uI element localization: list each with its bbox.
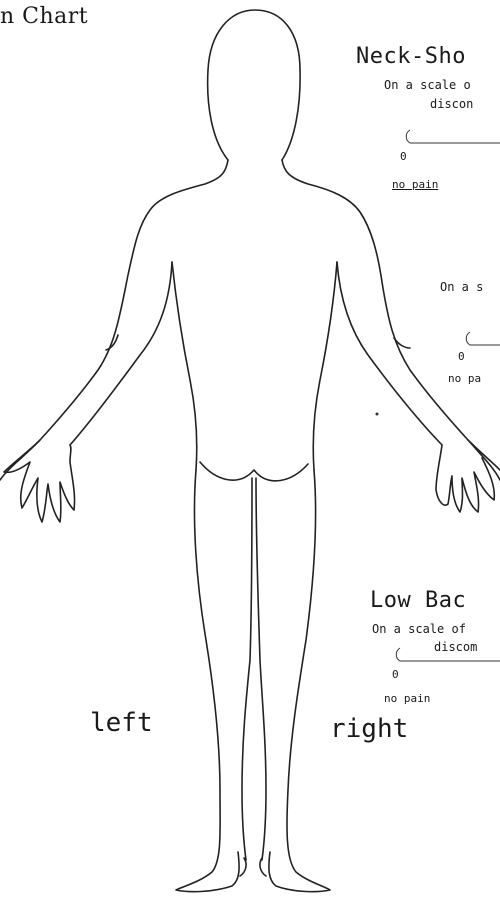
right-leg-outer <box>269 470 330 892</box>
right-side-label: right <box>330 714 408 744</box>
left-arm-inner <box>70 262 172 445</box>
right-hand <box>436 440 500 512</box>
buttocks-line <box>200 462 308 481</box>
scale-line-mid <box>466 332 500 345</box>
no-pain-label-mid: no pa <box>448 372 481 385</box>
right-leg-inner <box>256 478 266 860</box>
left-leg-outer <box>176 470 239 892</box>
scale-instruction-neck-2: discon <box>430 97 473 111</box>
head-outline <box>208 10 300 160</box>
left-hand <box>4 440 75 522</box>
scale-instruction-lowback-2: discom <box>434 640 477 654</box>
no-pain-label-lowback: no pain <box>384 692 430 705</box>
scale-line-neck <box>406 130 500 143</box>
scale-instruction-mid: On a s <box>440 280 483 294</box>
stray-dot <box>376 413 379 416</box>
right-arm-inner <box>337 262 442 445</box>
scale-zero-neck: 0 <box>400 150 407 163</box>
right-ankle-mark <box>260 858 266 876</box>
scale-instruction-lowback: On a scale of <box>372 622 466 636</box>
scale-zero-lowback: 0 <box>392 668 399 681</box>
left-side-label: left <box>90 708 153 738</box>
no-pain-label-neck: no pain <box>392 178 438 191</box>
section-title-low-back: Low Bac <box>370 588 466 613</box>
scale-zero-mid: 0 <box>458 350 465 363</box>
page-title: n Chart <box>0 4 88 29</box>
left-leg-inner <box>242 478 252 860</box>
left-arm-outer <box>0 160 228 480</box>
torso-right <box>313 262 337 470</box>
torso-left <box>172 262 197 470</box>
right-arm-outer <box>282 160 500 480</box>
scale-instruction-neck: On a scale o <box>384 78 471 92</box>
section-title-neck-shoulder: Neck-Sho <box>356 44 466 69</box>
left-ankle-mark <box>240 858 246 876</box>
